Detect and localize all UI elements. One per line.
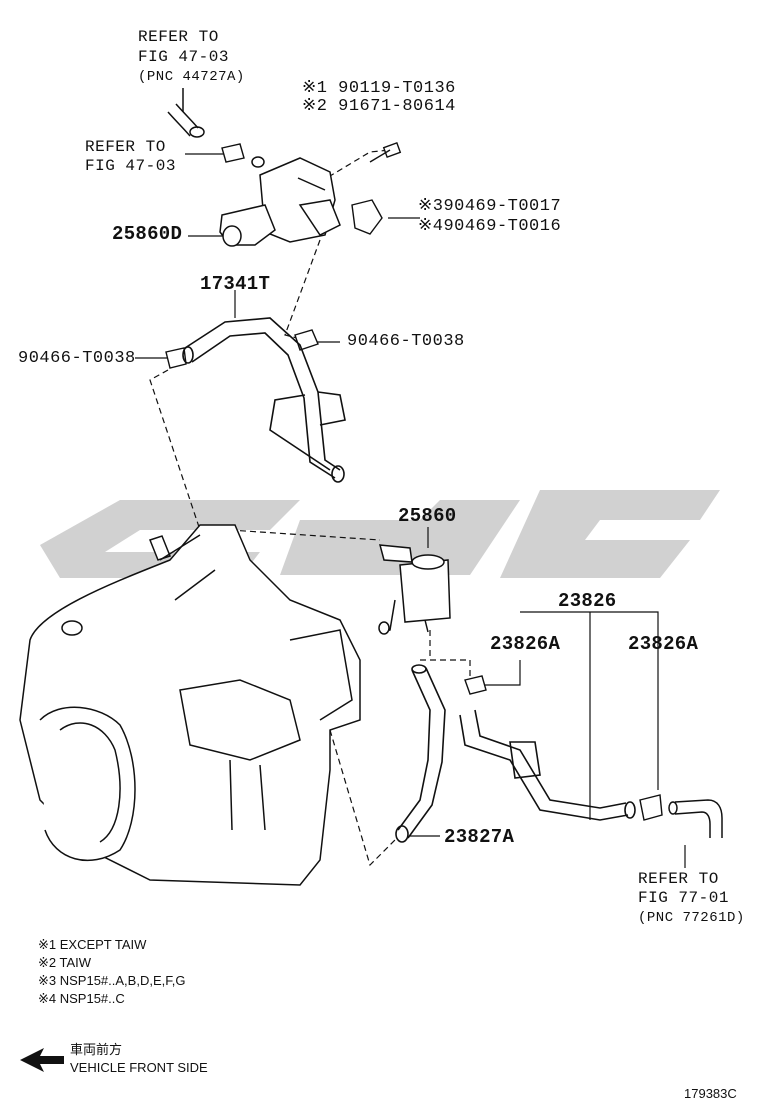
front-label-jp: 車両前方 — [70, 1042, 123, 1057]
figure-id: 179383C — [684, 1086, 737, 1101]
ref-bottom-line2: FIG 77-01 — [638, 889, 729, 907]
front-arrow-icon — [20, 1048, 64, 1072]
throttle-body — [19, 524, 361, 886]
note-2: ※2 TAIW — [38, 955, 92, 970]
part-valve-25860: 25860 — [398, 505, 457, 527]
part-bolt-2: ※2 91671-80614 — [302, 97, 456, 116]
ref-top-line1: REFER TO — [138, 28, 219, 46]
ref-bottom-line3: (PNC 77261D) — [638, 910, 745, 926]
front-label-en: VEHICLE FRONT SIDE — [70, 1060, 208, 1075]
hose-23827A — [395, 664, 446, 843]
part-clip-3: ※390469-T0017 — [418, 197, 562, 216]
part-clamp-23826A-1: 23826A — [490, 633, 561, 655]
watermark-logo — [40, 490, 720, 578]
part-clip-4: ※490469-T0016 — [418, 217, 562, 236]
bottom-hose-stub — [668, 799, 723, 838]
part-bolt-1: ※1 90119-T0136 — [302, 79, 456, 98]
valve-25860 — [378, 544, 451, 635]
ref-mid-line1: REFER TO — [85, 138, 166, 156]
ref-bottom-line1: REFER TO — [638, 870, 719, 888]
note-1: ※1 EXCEPT TAIW — [38, 937, 147, 952]
hose-23826 — [459, 709, 636, 821]
ref-mid-line2: FIG 47-03 — [85, 157, 176, 175]
note-4: ※4 NSP15#..C — [38, 991, 125, 1006]
ref-top-line2: FIG 47-03 — [138, 48, 229, 66]
top-hose-stub — [167, 88, 205, 138]
part-hose-23826: 23826 — [558, 590, 617, 612]
part-hose-17341T: 17341T — [200, 273, 271, 295]
part-valve-25860D: 25860D — [112, 223, 183, 245]
valve-25860D — [219, 156, 341, 247]
part-clamp-right: 90466-T0038 — [347, 332, 465, 351]
hose-17341T — [182, 317, 346, 483]
ref-top-line3: (PNC 44727A) — [138, 69, 245, 85]
note-3: ※3 NSP15#..A,B,D,E,F,G — [38, 973, 186, 988]
small-clamps — [165, 142, 663, 821]
part-clamp-23826A-2: 23826A — [628, 633, 699, 655]
part-clamp-left: 90466-T0038 — [18, 349, 136, 368]
part-hose-23827A: 23827A — [444, 826, 515, 848]
